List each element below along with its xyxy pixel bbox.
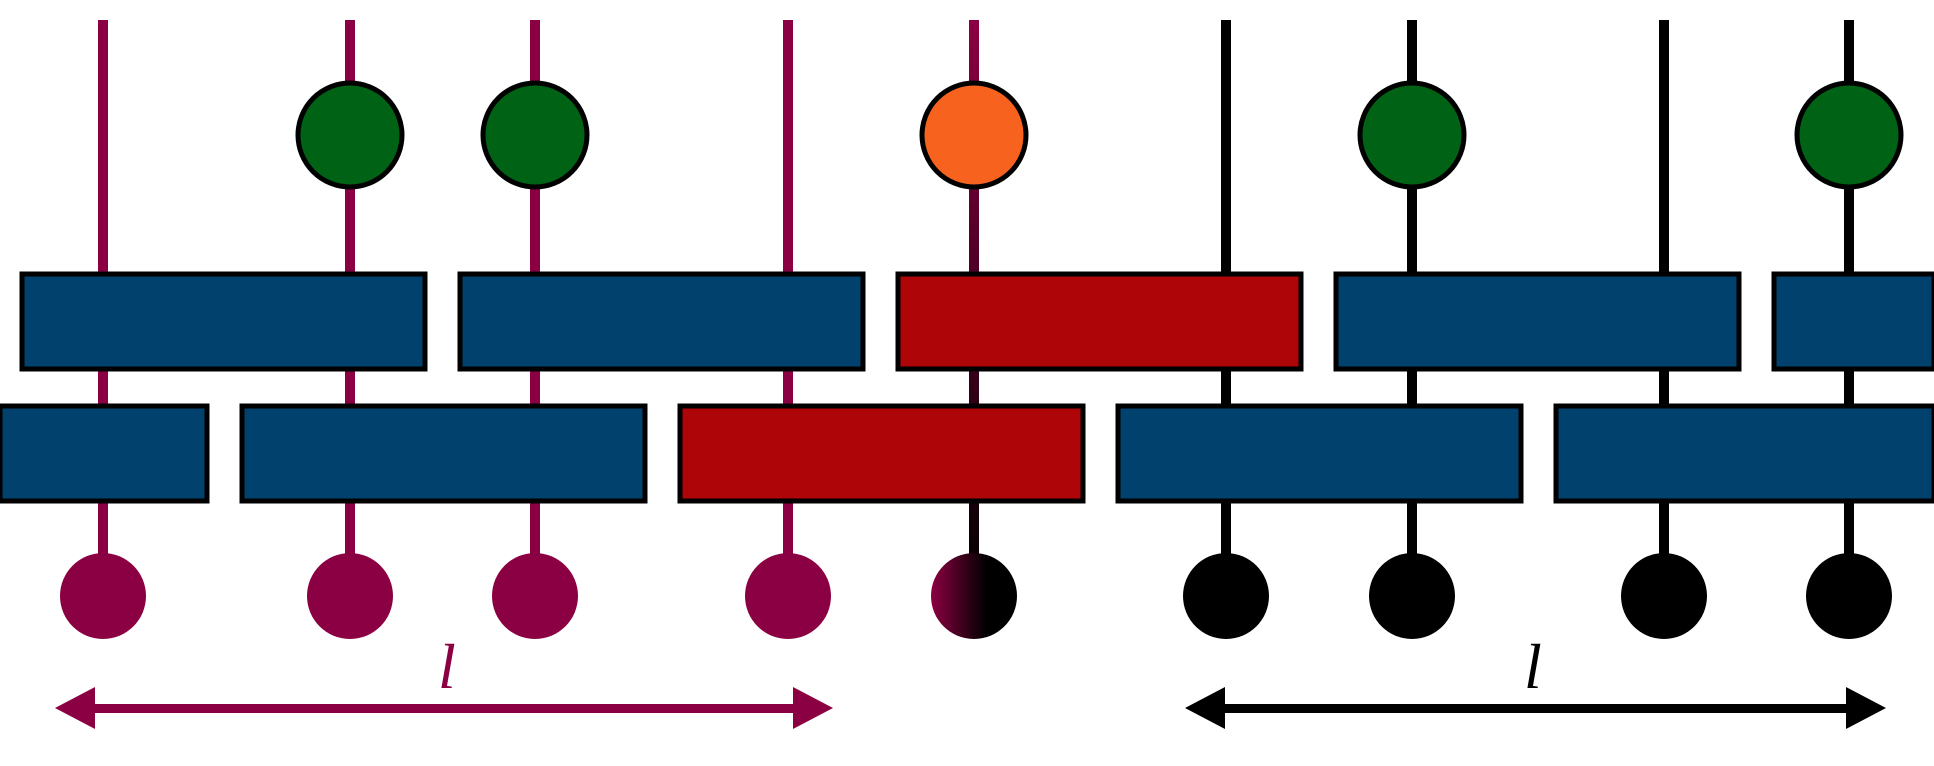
lower-gate-block-3 bbox=[677, 403, 1086, 504]
left-arrow-head-right bbox=[793, 687, 833, 729]
upper-gate-block-2 bbox=[457, 271, 866, 372]
bottom-node-4 bbox=[745, 553, 831, 639]
top-node-7 bbox=[1357, 80, 1467, 190]
right-arrow-head-left bbox=[1185, 687, 1225, 729]
top-node-9 bbox=[1794, 80, 1904, 190]
bottom-node-8 bbox=[1621, 553, 1707, 639]
upper-gate-block-3 bbox=[895, 271, 1304, 372]
right-arrow-head-right bbox=[1846, 687, 1886, 729]
bottom-node-6 bbox=[1183, 553, 1269, 639]
upper-gate-block-1 bbox=[19, 271, 428, 372]
left-length-arrow bbox=[55, 687, 833, 729]
left-arrow-head-left bbox=[55, 687, 95, 729]
lower-gate-block-1 bbox=[0, 403, 210, 504]
upper-gate-block-5 bbox=[1771, 271, 1934, 372]
top-node-2 bbox=[295, 80, 405, 190]
bottom-node-7 bbox=[1369, 553, 1455, 639]
lower-gate-block-4 bbox=[1115, 403, 1524, 504]
top-node-3 bbox=[480, 80, 590, 190]
lower-gate-block-2 bbox=[239, 403, 648, 504]
nodes-layer bbox=[60, 80, 1904, 639]
bottom-node-9 bbox=[1806, 553, 1892, 639]
bottom-node-5 bbox=[931, 553, 1017, 639]
left-length-label: l bbox=[438, 631, 456, 702]
right-arrow-shaft bbox=[1223, 704, 1848, 713]
right-length-arrow bbox=[1185, 687, 1886, 729]
bottom-node-1 bbox=[60, 553, 146, 639]
gate-blocks-layer bbox=[0, 271, 1934, 504]
upper-gate-block-4 bbox=[1333, 271, 1742, 372]
bottom-node-3 bbox=[492, 553, 578, 639]
left-arrow-shaft bbox=[93, 704, 795, 713]
right-length-label: l bbox=[1524, 631, 1542, 702]
top-node-5 bbox=[919, 80, 1029, 190]
bottom-node-2 bbox=[307, 553, 393, 639]
lower-gate-block-5 bbox=[1553, 403, 1934, 504]
